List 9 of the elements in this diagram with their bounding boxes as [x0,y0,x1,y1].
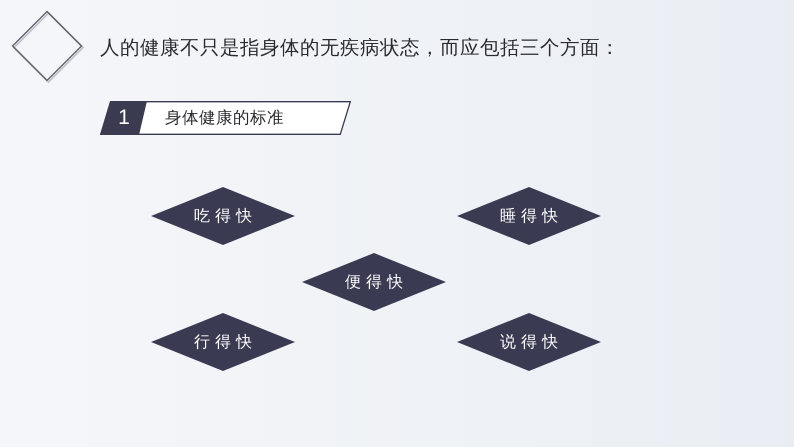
section-header [100,101,351,135]
diamond-node: 说得快 [457,313,601,371]
diamond-node: 行得快 [151,313,295,371]
section-title: 身体健康的标准 [165,108,284,129]
section-number: 1 [117,105,131,131]
diamond-node: 吃得快 [151,187,295,245]
diamond-node: 睡得快 [457,187,601,245]
diamond-node: 便得快 [302,253,446,311]
heading-text: 人的健康不只是指身体的无疾病状态，而应包括三个方面： [100,36,620,61]
